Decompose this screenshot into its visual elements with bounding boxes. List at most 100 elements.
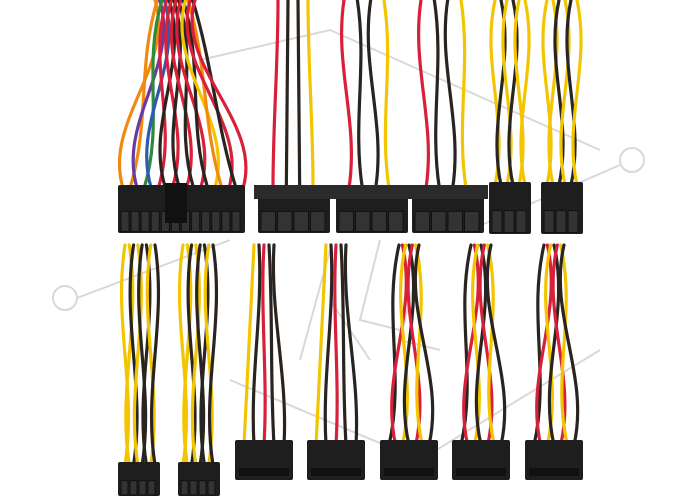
wire [180,0,221,190]
pin-slot [414,210,430,233]
pin-slot [120,210,130,233]
pin-slot [138,480,147,496]
pin-slot [355,210,371,233]
wire [271,243,287,447]
pin-slot [388,210,404,233]
wire [485,243,507,447]
sata-slot [456,468,506,476]
wire [171,0,182,190]
pin-slot [207,480,216,496]
sata-slot [239,468,289,476]
eps-8pin-connector [178,462,220,496]
wire [339,243,348,447]
wire [443,0,457,190]
wire [131,0,166,190]
pin-slot [567,210,579,233]
pin-slot [515,210,527,233]
wire [158,0,177,190]
pin-slot [543,210,555,233]
wire [169,0,193,190]
wire [323,243,334,447]
wire [271,0,280,190]
wire [117,0,161,190]
pin-slot [201,210,211,233]
pin-slot [491,210,503,233]
sata-slot [384,468,434,476]
wire [340,0,353,190]
molex-flange [408,185,488,199]
wire [432,0,441,190]
wire [402,243,416,447]
pin-slot [150,210,160,233]
wire [175,0,207,190]
pin-slot [277,210,293,233]
wire [417,0,430,190]
molex-flange [254,185,334,199]
wire [355,0,364,190]
wire [145,0,171,190]
wire [547,243,561,447]
wire [474,243,488,447]
pin-slot [120,480,129,496]
pin-slot [503,210,515,233]
wire [142,0,164,190]
pin-slot [260,210,276,233]
sata-slot [311,468,361,476]
wire [414,243,424,447]
wire [558,243,580,447]
pin-slot [431,210,447,233]
pin-slot [129,480,138,496]
wire [191,0,238,190]
wire [306,0,315,190]
pin-slot [130,210,140,233]
wire [462,243,480,447]
wire [261,243,267,447]
pin-slot [147,480,156,496]
wire [571,0,583,187]
pin-slot [180,480,189,496]
wire [176,0,196,190]
pin-slot [371,210,387,233]
wire [156,0,169,190]
wire [366,0,380,190]
atx-latch [165,183,187,223]
wire [413,243,435,447]
sata-slot [529,468,579,476]
pcie-6pin-connector [541,182,583,234]
wire [207,243,219,467]
wire [343,243,359,447]
pin-slot [310,210,326,233]
wire [296,0,302,190]
pin-slot [338,210,354,233]
pin-slot [231,210,241,233]
pin-slot [555,210,567,233]
wire [149,243,161,467]
pin-slot [211,210,221,233]
wire [459,0,468,190]
wire [390,243,408,447]
wire [519,0,531,187]
wire [559,243,569,447]
wire [128,0,159,190]
wire [535,243,553,447]
wire [181,0,210,190]
pin-slot [447,210,463,233]
wire [251,243,262,447]
pin-slot [189,480,198,496]
wire [333,243,339,447]
wire [164,0,180,190]
wire [267,243,276,447]
pin-slot [464,210,480,233]
pin-slot [191,210,201,233]
wire [186,0,224,190]
wire [284,0,290,190]
wire [185,0,234,190]
pin-slot [293,210,309,233]
wire [314,243,328,447]
wire [486,243,496,447]
pin-slot [140,210,150,233]
pin-slot [221,210,231,233]
wire [190,0,248,190]
